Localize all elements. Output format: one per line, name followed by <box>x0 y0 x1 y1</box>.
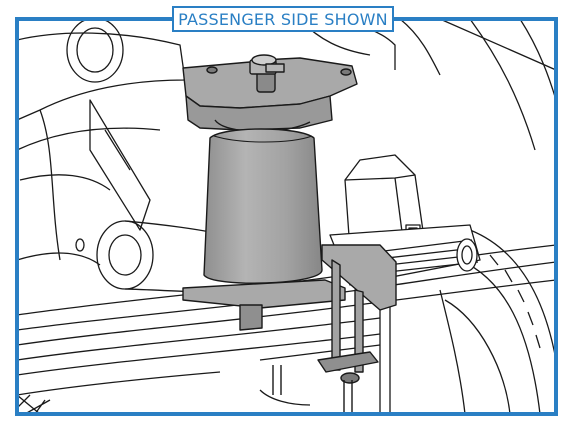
air-fitting <box>249 54 285 93</box>
diagram-border <box>15 17 558 416</box>
upper-bracket-flange <box>185 95 333 131</box>
frame-hole <box>66 19 124 83</box>
u-bolt-clamp <box>272 244 397 412</box>
bolt-right <box>340 68 352 76</box>
frame-rail <box>17 32 186 266</box>
caption-label: PASSENGER SIDE SHOWN <box>178 9 388 29</box>
crosshatch <box>17 394 51 414</box>
caption-box: PASSENGER SIDE SHOWN <box>172 6 394 32</box>
axle-tube <box>75 220 211 293</box>
bolt-left <box>206 66 218 74</box>
air-spring-kit <box>182 54 397 412</box>
lower-bracket <box>182 279 346 309</box>
tire <box>444 229 556 414</box>
air-bag <box>203 128 323 284</box>
lower-linkage <box>17 289 466 414</box>
